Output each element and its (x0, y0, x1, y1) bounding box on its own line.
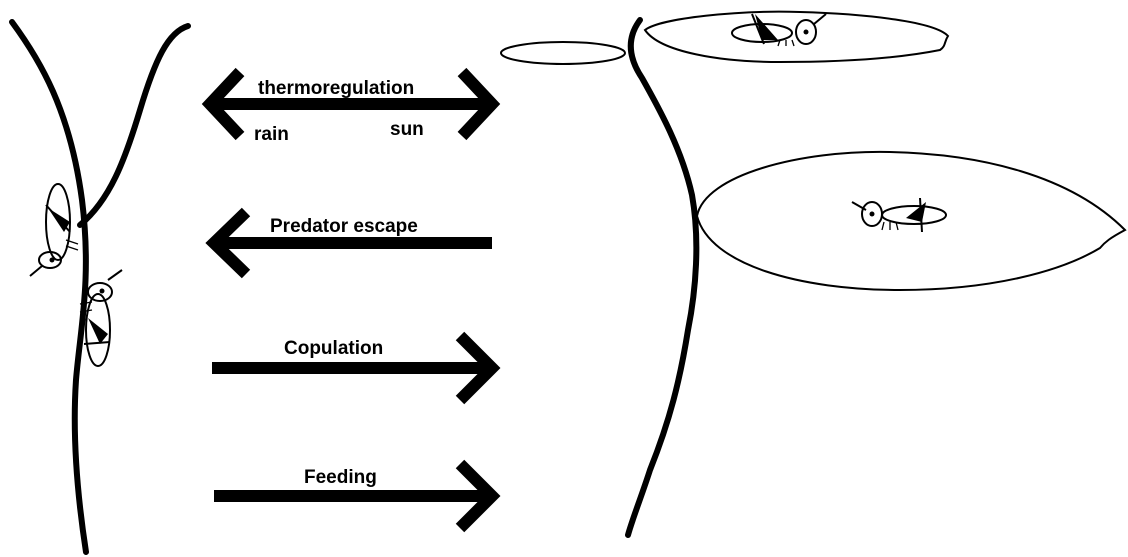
large-leaf-insect (852, 198, 946, 232)
sun-label: sun (390, 119, 424, 140)
copulation-label: Copulation (284, 338, 383, 359)
small-leaf (501, 42, 625, 64)
right-plant (501, 12, 1125, 535)
predator-escape-label: Predator escape (270, 216, 418, 237)
left-stem (12, 22, 86, 552)
rain-label: rain (254, 124, 289, 145)
large-leaf (697, 152, 1125, 290)
feeding-label: Feeding (304, 467, 377, 488)
top-leaf-insect (732, 14, 826, 46)
thermoregulation-label: thermoregulation (258, 78, 414, 99)
left-insect-upper (30, 184, 78, 276)
right-stem (628, 20, 696, 535)
left-branch (80, 26, 188, 225)
left-plant (12, 22, 188, 552)
